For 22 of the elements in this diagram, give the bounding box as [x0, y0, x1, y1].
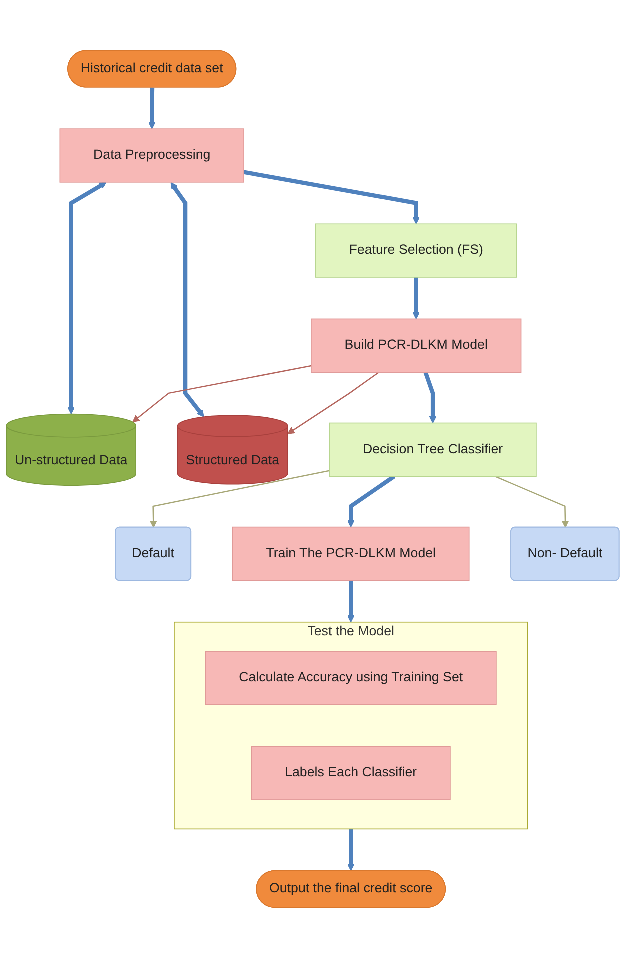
arrow: [347, 474, 396, 528]
flowchart: Test the Model Calculate Accuracy using Training Set Labels Each Classifier Historical credit data set Data Preprocessing Feature Selection (FS) Build PCR-DLKM Model Un-structured Data Structured Data Decision Tree Classifier Default Train The PCR-DLKM Model Non- Default Output the final credit score: [0, 44, 626, 914]
node-box: [311, 318, 522, 373]
node-box: [60, 128, 244, 183]
node-box: [232, 526, 470, 581]
node-box: [205, 651, 497, 706]
arrow: [495, 476, 570, 528]
node-box: [251, 746, 451, 800]
arrow: [148, 88, 156, 130]
arrow: [347, 829, 355, 872]
arrow: [150, 470, 330, 528]
arrow: [68, 182, 107, 414]
arrow: [170, 182, 204, 418]
arrow: [424, 372, 437, 424]
node-box: [329, 422, 537, 477]
node-box: [315, 224, 518, 278]
arrow: [244, 170, 420, 224]
arrow: [132, 365, 312, 422]
arrow: [347, 580, 355, 623]
arrow: [288, 372, 380, 434]
arrow: [412, 277, 420, 320]
cluster: [174, 622, 528, 830]
